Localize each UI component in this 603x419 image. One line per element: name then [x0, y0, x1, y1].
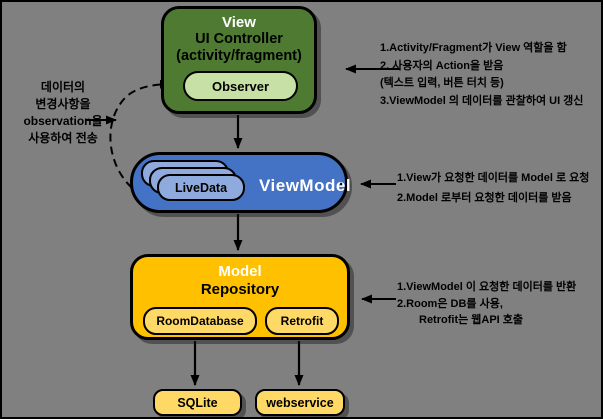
observation-note-line: 데이터의	[40, 80, 86, 94]
view-note-line: (텍스트 입력, 버튼 터치 등)	[380, 77, 504, 89]
viewmodel-stray-dot: .	[339, 172, 344, 189]
view-box: View UI Controller (activity/fragment) O…	[161, 6, 317, 114]
observation-note: 데이터의 변경사항을 observation을 사용하여 전송	[4, 79, 122, 147]
view-box-subtitle: UI Controller	[195, 31, 283, 47]
model-box-subtitle: Repository	[200, 281, 280, 298]
viewmodel-label: ViewModel	[259, 176, 352, 195]
model-note-line: 1.ViewModel 이 요청한 데이터를 반환	[397, 281, 577, 293]
observation-note-line: 변경사항을	[35, 97, 91, 111]
model-box-title: Model	[218, 263, 262, 280]
view-box-subtitle2: (activity/fragment)	[176, 48, 302, 64]
viewmodel-note: 1.View가 요청한 데이터를 Model 로 요청 2.Model 로부터 …	[397, 168, 589, 208]
model-box: Model Repository RoomDatabase Retrofit	[130, 254, 350, 340]
view-box-title: View	[222, 14, 256, 31]
view-note: 1.Activity/Fragment가 View 역할을 함 2. 사용자의 …	[380, 40, 583, 110]
model-note-line: Retrofit는 웹API 호출	[419, 314, 524, 326]
sqlite-box: SQLite	[153, 389, 242, 416]
view-note-line: 3.ViewModel 의 데이터를 관찰하여 UI 갱신	[380, 94, 584, 107]
livedata-pill: LiveData	[157, 174, 245, 201]
retrofit-pill: Retrofit	[265, 307, 339, 335]
observation-note-line: observation을	[23, 114, 103, 128]
observation-note-line: 사용하여 전송	[28, 131, 98, 145]
viewmodel-note-line: 2.Model 로부터 요청한 데이터를 받음	[397, 192, 572, 204]
viewmodel-note-line: 1.View가 요청한 데이터를 Model 로 요청	[397, 172, 590, 184]
view-note-line: 1.Activity/Fragment가 View 역할을 함	[380, 42, 567, 54]
model-note-line: 2.Room은 DB를 사용,	[397, 297, 503, 310]
viewmodel-box: LiveData ViewModel .	[130, 152, 352, 213]
webservice-box: webservice	[255, 389, 345, 416]
roomdatabase-pill: RoomDatabase	[143, 307, 257, 335]
view-note-line: 2. 사용자의 Action을 받음	[380, 59, 504, 72]
observer-pill: Observer	[183, 71, 298, 101]
model-note: 1.ViewModel 이 요청한 데이터를 반환 2.Room은 DB를 사용…	[397, 279, 576, 329]
